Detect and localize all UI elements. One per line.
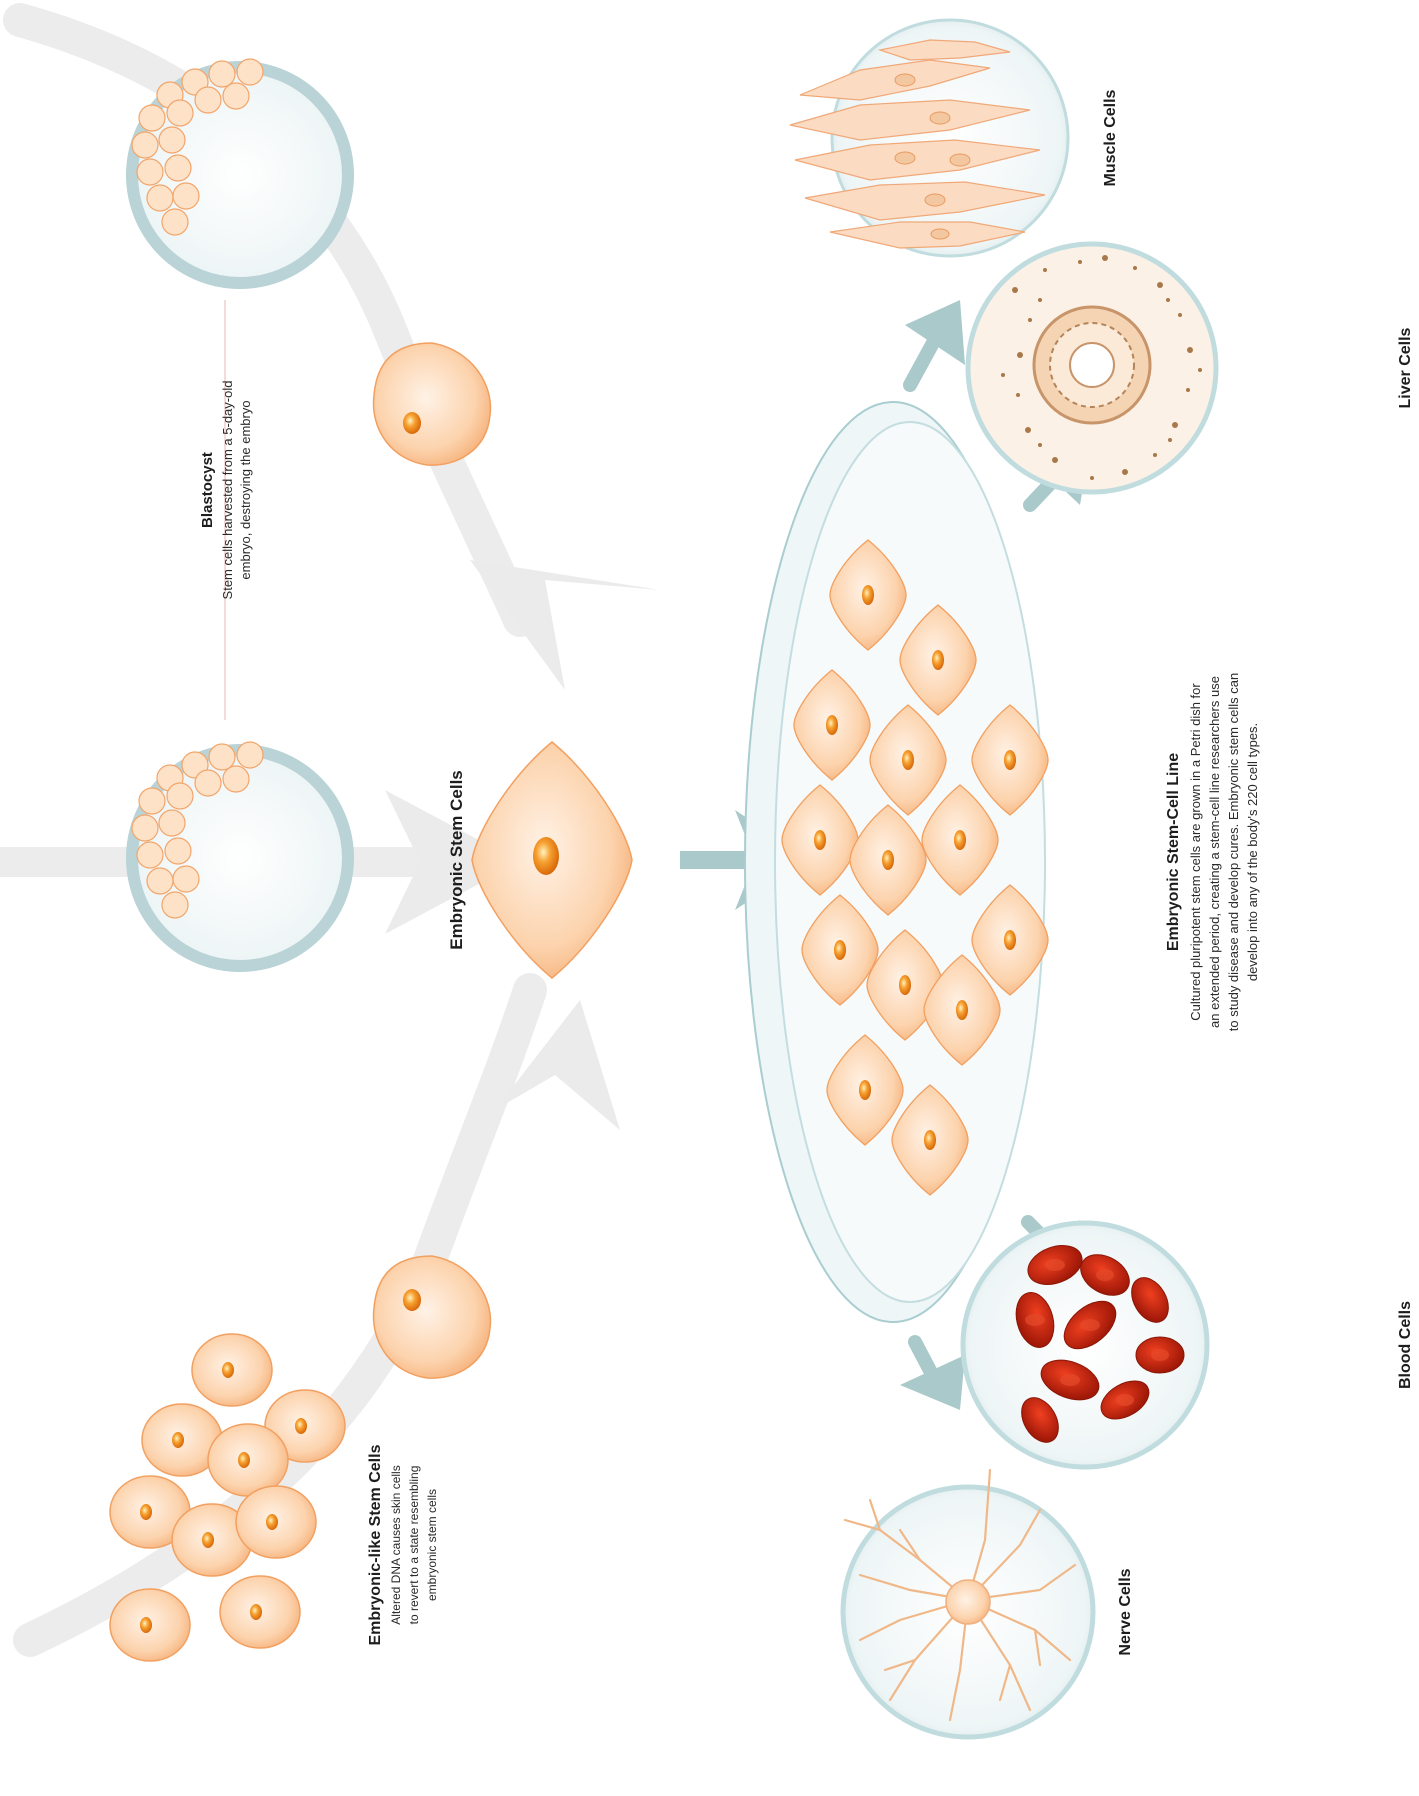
- blastocyst-label: Blastocyst Stem cells harvested from a 5…: [199, 381, 253, 600]
- blastocyst-desc-line2: embryo, destroying the embryo: [238, 400, 253, 579]
- blood-cells-circle: [963, 1223, 1207, 1467]
- ipsc-desc-line3: embryonic stem cells: [425, 1489, 439, 1601]
- muscle-cells-circle: [790, 20, 1068, 256]
- ipsc-cluster: [110, 1334, 345, 1661]
- ipsc-title: Embryonic-like Stem Cells: [367, 1444, 384, 1645]
- embryonic-stem-cell: [472, 742, 632, 978]
- arrow-to-muscle: [905, 300, 965, 385]
- arrowhead-top: [470, 560, 660, 690]
- liver-cells-label: Liver Cells: [1397, 327, 1414, 408]
- arrow-to-nerve: [900, 1342, 965, 1410]
- stem-cell-line-desc-1: Cultured pluripotent stem cells are grow…: [1188, 683, 1203, 1021]
- blood-cells-label: Blood Cells: [1397, 1301, 1414, 1389]
- muscle-cells-label: Muscle Cells: [1102, 89, 1119, 186]
- flow-cell-bottom: [374, 1256, 491, 1378]
- petri-dish: [745, 402, 1048, 1322]
- liver-cells-circle: [968, 244, 1216, 492]
- blastocyst-middle: [132, 742, 348, 966]
- flow-cell-top: [374, 343, 491, 465]
- stem-cell-line-desc-3: to study disease and develop cures. Embr…: [1226, 673, 1241, 1031]
- stem-cell-line-label: Embryonic Stem-Cell Line Cultured plurip…: [1165, 673, 1260, 1031]
- blastocyst-desc-line1: Stem cells harvested from a 5-day-old: [220, 381, 235, 600]
- ipsc-desc-line1: Altered DNA causes skin cells: [389, 1465, 403, 1624]
- stem-cell-line-title: Embryonic Stem-Cell Line: [1165, 753, 1182, 951]
- neuron-body: [946, 1580, 990, 1624]
- ipsc-label: Embryonic-like Stem Cells Altered DNA ca…: [367, 1444, 439, 1645]
- nerve-cells-circle: [843, 1470, 1093, 1737]
- blastocyst-top: [132, 59, 348, 283]
- stem-cell-line-desc-4: develop into any of the body's 220 cell …: [1245, 723, 1260, 981]
- stem-cell-line-desc-2: an extended period, creating a stem-cell…: [1207, 676, 1222, 1028]
- nerve-cells-label: Nerve Cells: [1117, 1568, 1134, 1655]
- blastocyst-title: Blastocyst: [199, 452, 216, 528]
- ipsc-desc-line2: to revert to a state resembling: [407, 1466, 421, 1625]
- embryonic-stem-cells-label: Embryonic Stem Cells: [447, 770, 466, 950]
